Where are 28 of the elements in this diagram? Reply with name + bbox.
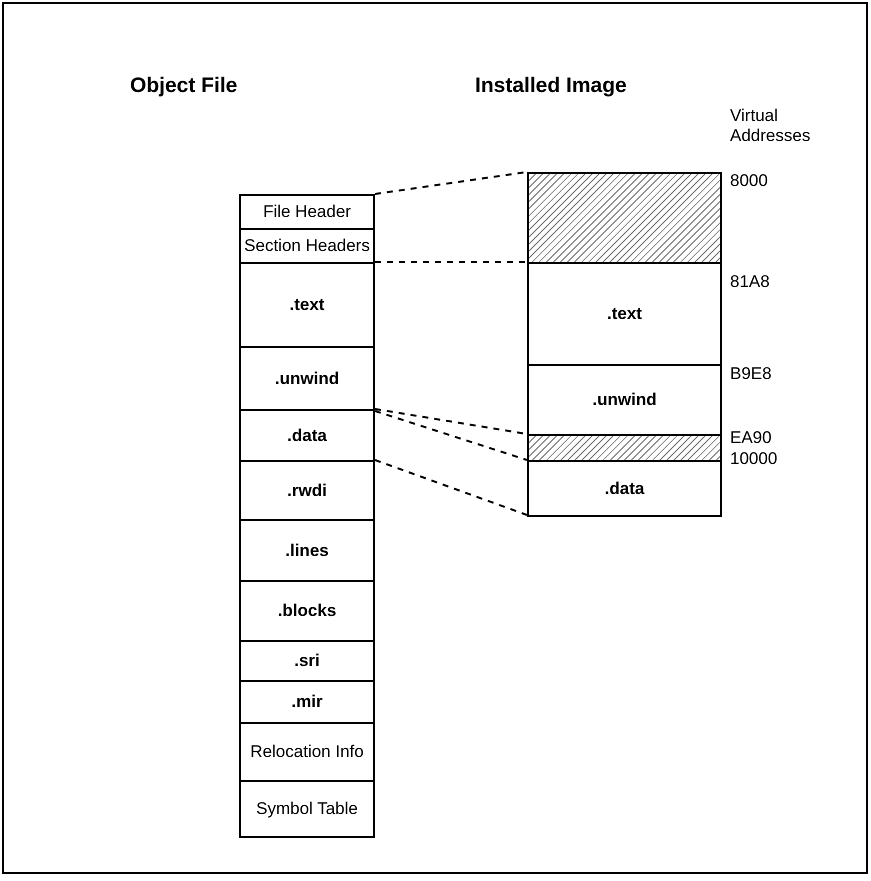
address-value: 81A8: [730, 272, 770, 292]
column-heading: Object File: [130, 74, 238, 98]
section-box: .text: [527, 262, 722, 366]
dashed-guide-line: [374, 410, 528, 461]
section-box: .mir: [239, 680, 375, 724]
dashed-guide-line: [374, 459, 528, 516]
section-box: .sri: [239, 640, 375, 682]
hatched-region: [527, 172, 722, 264]
section-box: .data: [527, 460, 722, 517]
section-box: .blocks: [239, 580, 375, 642]
address-value: 10000: [730, 449, 778, 469]
hatched-region: [527, 434, 722, 462]
section-box: .unwind: [239, 346, 375, 411]
axis-caption: Virtual Addresses: [730, 106, 812, 146]
section-box: File Header: [239, 194, 375, 230]
column-heading: Installed Image: [475, 74, 627, 98]
section-box: .lines: [239, 519, 375, 582]
section-box: .data: [239, 409, 375, 462]
section-box: .rwdi: [239, 460, 375, 521]
address-value: B9E8: [730, 364, 772, 384]
section-box: Relocation Info: [239, 722, 375, 782]
address-value: 8000: [730, 171, 768, 191]
section-box: Section Headers: [239, 228, 375, 264]
section-box: .unwind: [527, 364, 722, 436]
address-value: EA90: [730, 428, 772, 448]
section-box: Symbol Table: [239, 780, 375, 838]
dashed-guide-line: [375, 261, 527, 263]
section-box: .text: [239, 262, 375, 348]
